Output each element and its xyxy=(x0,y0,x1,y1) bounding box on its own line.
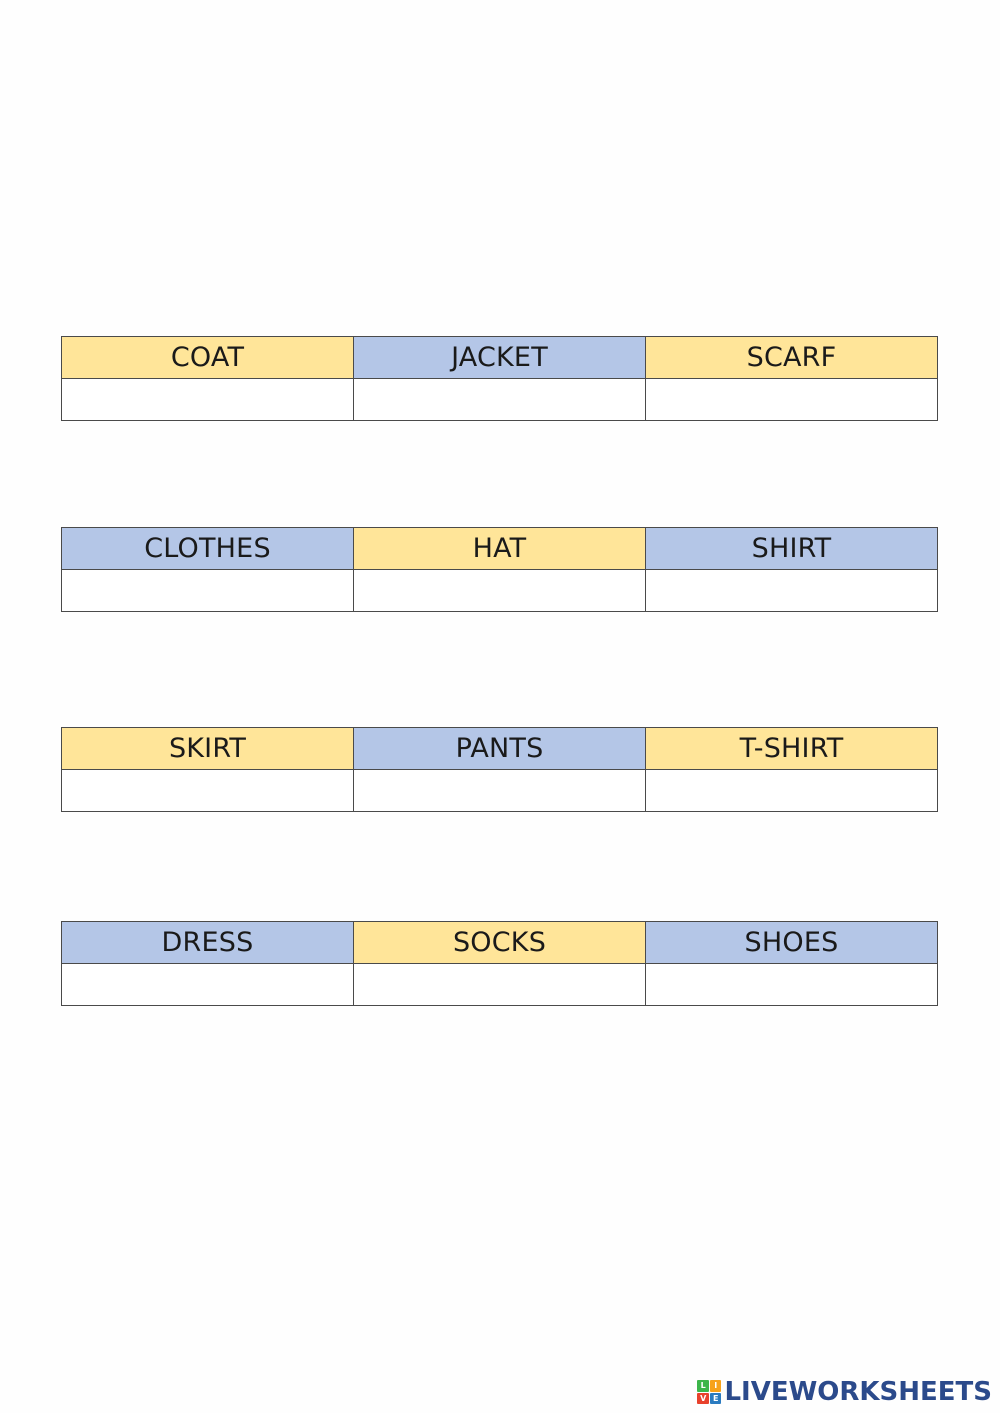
word-cell-dress: DRESS xyxy=(61,921,354,964)
brand-name: LIVEWORKSHEETS xyxy=(724,1377,992,1407)
answer-input-hat[interactable] xyxy=(354,570,645,611)
answer-cell xyxy=(645,963,938,1006)
word-cell-clothes: CLOTHES xyxy=(61,527,354,570)
answer-cell xyxy=(61,569,354,612)
answer-input-clothes[interactable] xyxy=(62,570,353,611)
answer-row xyxy=(61,963,938,1006)
answer-input-scarf[interactable] xyxy=(646,379,937,420)
logo-letter-e: E xyxy=(709,1392,722,1404)
liveworksheets-logo-icon: L I V E xyxy=(697,1380,722,1404)
word-cell-shirt: SHIRT xyxy=(645,527,938,570)
answer-input-coat[interactable] xyxy=(62,379,353,420)
answer-cell xyxy=(353,963,646,1006)
logo-letter-i: I xyxy=(709,1380,722,1392)
liveworksheets-brand: L I V E LIVEWORKSHEETS xyxy=(697,1377,992,1407)
answer-cell xyxy=(645,769,938,812)
answer-input-shirt[interactable] xyxy=(646,570,937,611)
word-table-3: SKIRT PANTS T-SHIRT xyxy=(61,727,938,812)
answer-cell xyxy=(61,769,354,812)
word-cell-socks: SOCKS xyxy=(353,921,646,964)
answer-input-dress[interactable] xyxy=(62,964,353,1005)
word-table-1: COAT JACKET SCARF xyxy=(61,336,938,421)
answer-input-t-shirt[interactable] xyxy=(646,770,937,811)
header-row: COAT JACKET SCARF xyxy=(61,336,938,379)
word-cell-scarf: SCARF xyxy=(645,336,938,379)
header-row: SKIRT PANTS T-SHIRT xyxy=(61,727,938,770)
answer-cell xyxy=(353,769,646,812)
word-cell-t-shirt: T-SHIRT xyxy=(645,727,938,770)
answer-cell xyxy=(61,963,354,1006)
header-row: CLOTHES HAT SHIRT xyxy=(61,527,938,570)
word-cell-coat: COAT xyxy=(61,336,354,379)
answer-cell xyxy=(353,569,646,612)
word-cell-pants: PANTS xyxy=(353,727,646,770)
header-row: DRESS SOCKS SHOES xyxy=(61,921,938,964)
answer-input-pants[interactable] xyxy=(354,770,645,811)
word-cell-hat: HAT xyxy=(353,527,646,570)
word-cell-skirt: SKIRT xyxy=(61,727,354,770)
logo-letter-l: L xyxy=(697,1380,709,1392)
answer-row xyxy=(61,569,938,612)
word-table-2: CLOTHES HAT SHIRT xyxy=(61,527,938,612)
word-cell-jacket: JACKET xyxy=(353,336,646,379)
word-table-4: DRESS SOCKS SHOES xyxy=(61,921,938,1006)
answer-input-jacket[interactable] xyxy=(354,379,645,420)
answer-cell xyxy=(645,378,938,421)
answer-cell xyxy=(353,378,646,421)
answer-input-skirt[interactable] xyxy=(62,770,353,811)
answer-input-socks[interactable] xyxy=(354,964,645,1005)
answer-row xyxy=(61,769,938,812)
answer-input-shoes[interactable] xyxy=(646,964,937,1005)
answer-cell xyxy=(645,569,938,612)
logo-letter-v: V xyxy=(697,1392,709,1404)
answer-cell xyxy=(61,378,354,421)
answer-row xyxy=(61,378,938,421)
word-cell-shoes: SHOES xyxy=(645,921,938,964)
